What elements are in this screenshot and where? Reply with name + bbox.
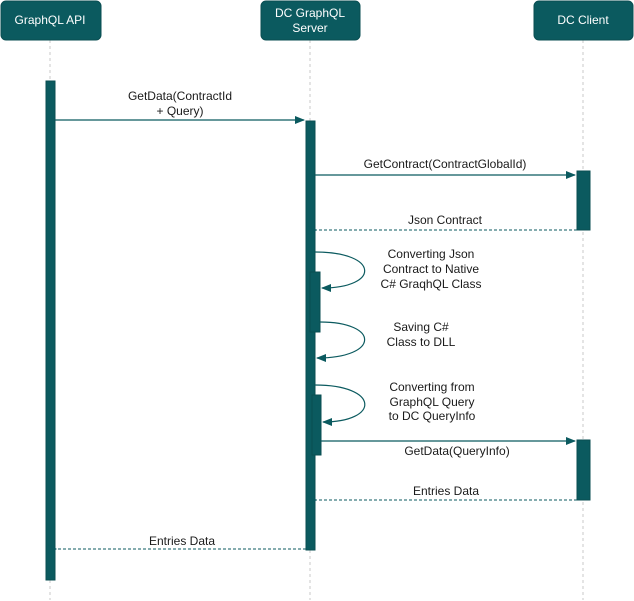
activation-dc-server [305, 120, 316, 551]
activation-dc-client-2 [576, 439, 591, 501]
message-getdata-contract: GetData(ContractId + Query) [55, 89, 305, 124]
activation-dc-server-convert-query [311, 394, 322, 456]
message-convert-json-label-line3: C# GraqhQL Class [381, 277, 482, 291]
message-convert-query-label-line1: Converting from [389, 380, 474, 394]
participant-graphql-api: GraphQL API [0, 0, 102, 41]
message-getcontract-label: GetContract(ContractGlobalId) [364, 157, 527, 171]
message-entries-from-client: Entries Data [316, 484, 577, 500]
message-save-dll: Saving C# Class to DLL [316, 320, 456, 362]
message-getdata-contract-label-line1: GetData(ContractId [128, 89, 232, 103]
participant-dc-client-label: DC Client [557, 13, 609, 27]
activation-graphql-api [45, 80, 56, 581]
message-getdata-queryinfo: GetData(QueryInfo) [321, 437, 576, 458]
participant-dc-server-label-line2: Server [292, 21, 327, 35]
message-save-dll-label-line1: Saving C# [393, 320, 449, 334]
message-getdata-contract-label-line2: + Query) [156, 104, 203, 118]
message-convert-query: Converting from GraphQL Query to DC Quer… [314, 380, 476, 426]
message-convert-query-label-line2: GraphQL Query [390, 395, 475, 409]
participant-dc-server: DC GraphQL Server [260, 0, 361, 41]
participant-graphql-api-box [0, 0, 102, 41]
message-entries-to-api: Entries Data [56, 534, 306, 549]
message-entries-from-client-label: Entries Data [413, 484, 479, 498]
message-json-contract: Json Contract [316, 213, 577, 230]
message-json-contract-label: Json Contract [408, 213, 483, 227]
message-convert-query-label-line3: to DC QueryInfo [389, 409, 476, 423]
message-convert-query-arrow [314, 384, 366, 426]
message-convert-json-label-line1: Converting Json [388, 247, 475, 261]
message-save-dll-label-line2: Class to DLL [387, 335, 456, 349]
participant-dc-server-box [260, 0, 361, 41]
message-convert-json: Converting Json Contract to Native C# Gr… [314, 247, 482, 292]
message-getcontract: GetContract(ContractGlobalId) [315, 157, 576, 179]
activation-dc-server-convert-json [309, 271, 321, 333]
message-save-dll-arrow [316, 321, 366, 362]
participant-dc-client-box [533, 0, 634, 41]
message-convert-json-label-line2: Contract to Native [383, 262, 479, 276]
participant-dc-client: DC Client [533, 0, 634, 41]
participant-dc-server-label-line1: DC GraphQL [275, 6, 345, 20]
message-getdata-queryinfo-label: GetData(QueryInfo) [404, 444, 509, 458]
activation-dc-client-1 [576, 170, 591, 231]
message-entries-to-api-label: Entries Data [149, 534, 215, 548]
message-convert-json-arrow [314, 251, 366, 292]
participant-graphql-api-label: GraphQL API [15, 13, 86, 27]
